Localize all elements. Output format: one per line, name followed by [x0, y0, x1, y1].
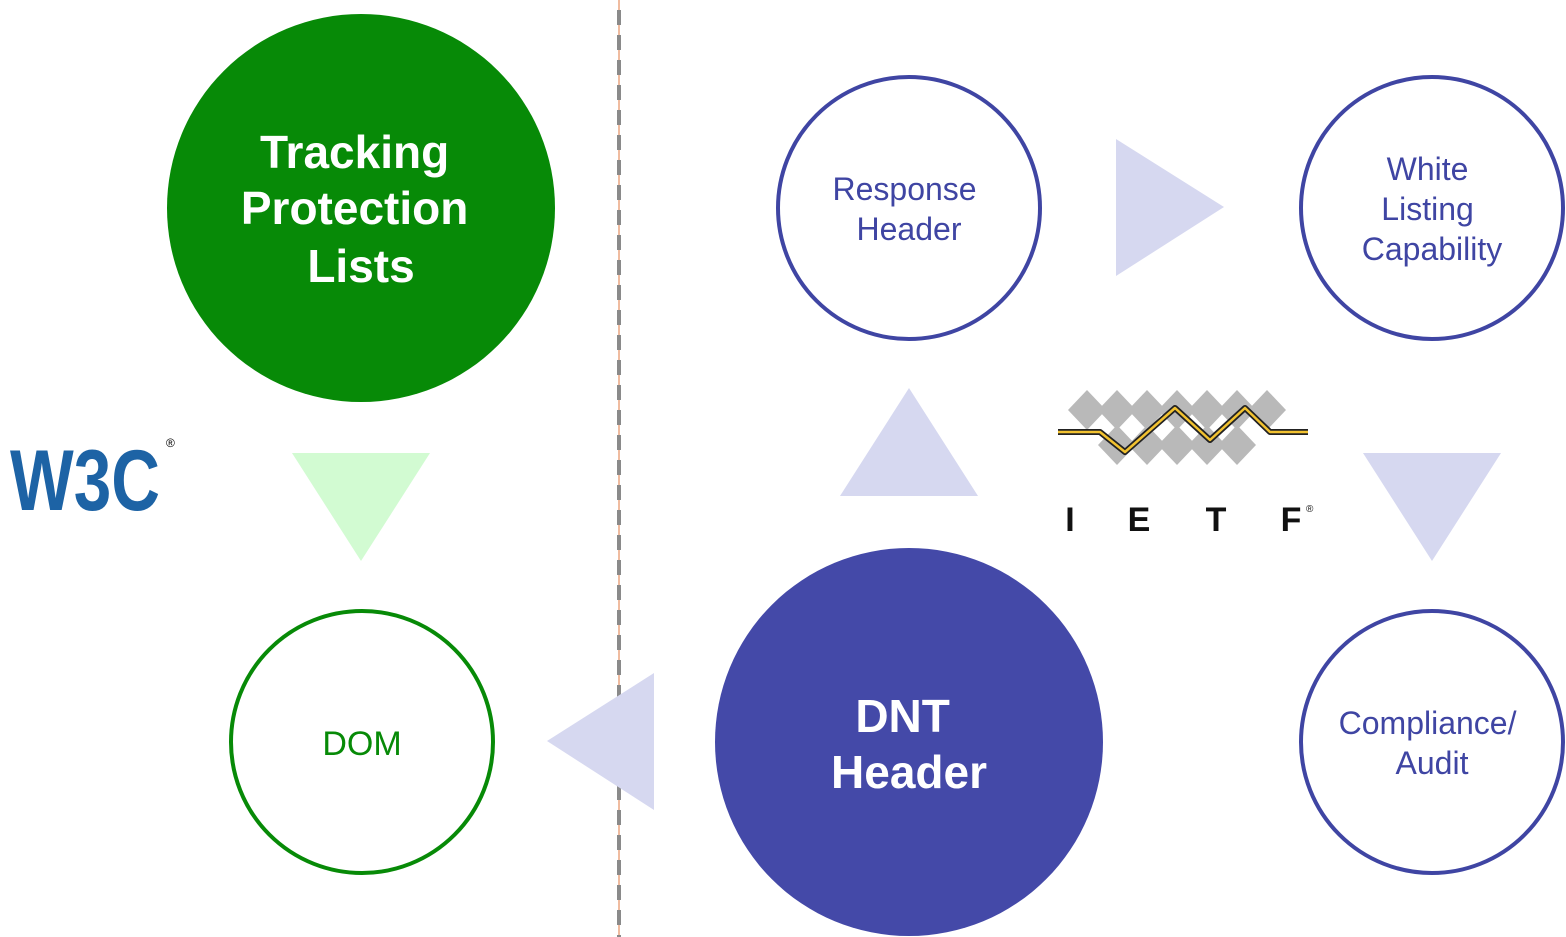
tracking-label-line2: Protection — [241, 182, 468, 234]
right-arrow-response-to-whitelist — [1116, 139, 1224, 276]
ietf-logo: I E T F ® — [1058, 390, 1314, 539]
tracking-label-line1: Tracking — [260, 126, 449, 178]
compliance-audit-node: Compliance/ Audit — [1299, 609, 1565, 875]
ietf-letter-i: I — [1065, 501, 1074, 539]
tracking-protection-circle — [167, 14, 555, 402]
svg-text:DNT Header: DNT Header — [831, 690, 987, 798]
w3c-logo-text: W3C — [10, 433, 160, 529]
up-arrow-dnt-to-response — [840, 388, 978, 496]
dom-node: DOM — [229, 609, 495, 875]
response-header-node: Response Header — [776, 75, 1042, 341]
white-listing-line1: White — [1387, 151, 1469, 187]
green-down-arrow — [292, 453, 430, 561]
down-arrow-whitelist-to-compliance — [1363, 453, 1501, 561]
ietf-letter-e: E — [1128, 501, 1151, 539]
w3c-registered-mark: ® — [166, 436, 175, 450]
dom-label: DOM — [322, 725, 401, 763]
dnt-header-line1: DNT — [855, 690, 950, 742]
response-header-circle — [776, 75, 1042, 341]
dnt-header-circle — [715, 548, 1103, 936]
dom-circle — [229, 609, 495, 875]
svg-text:Tracking Protection: Tracking Protection Lists — [241, 126, 481, 292]
compliance-audit-line2: Audit — [1396, 745, 1469, 781]
compliance-audit-line1: Compliance/ — [1339, 705, 1517, 741]
ietf-letter-f: F — [1281, 501, 1302, 539]
w3c-logo: W3C ® — [10, 433, 175, 529]
response-header-line2: Header — [857, 211, 962, 247]
tracking-label-line3: Lists — [307, 240, 414, 292]
compliance-audit-circle — [1299, 609, 1565, 875]
white-listing-node: White Listing Capability — [1299, 75, 1565, 341]
tracking-protection-lists-node: Tracking Protection Lists — [167, 14, 555, 402]
left-arrow-dnt-to-dom — [547, 673, 654, 810]
dnt-header-line2: Header — [831, 746, 987, 798]
ietf-registered-mark: ® — [1306, 504, 1314, 515]
white-listing-line3: Capability — [1362, 231, 1503, 267]
svg-text:Compliance/ Audit: Compliance/ Audit — [1339, 705, 1526, 781]
white-listing-circle — [1299, 75, 1565, 341]
svg-text:White Listing Capa: White Listing Capability — [1362, 151, 1503, 267]
ietf-diamonds — [1068, 390, 1286, 465]
white-listing-line2: Listing — [1381, 191, 1474, 227]
svg-text:Response Header: Response Header — [833, 171, 986, 247]
response-header-line1: Response — [833, 171, 977, 207]
dnt-header-node: DNT Header — [715, 548, 1103, 936]
ietf-letter-t: T — [1206, 501, 1227, 539]
